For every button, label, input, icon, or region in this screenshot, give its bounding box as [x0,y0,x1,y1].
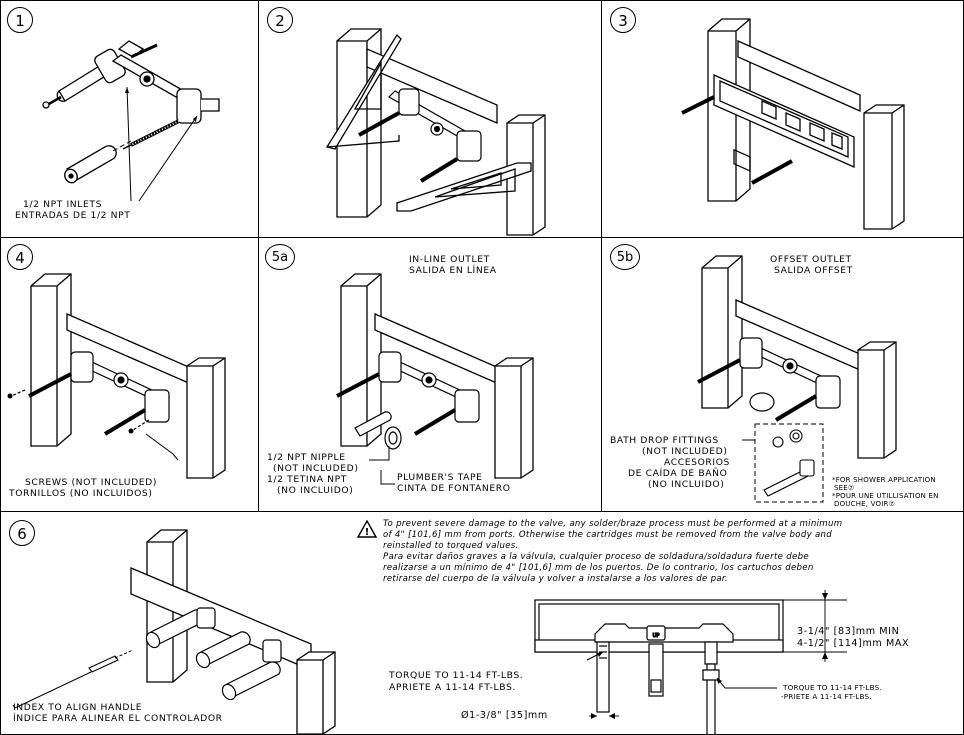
torque-left-en: TORQUE TO 11-14 FT-LBS. [389,670,524,681]
valve-body [111,40,220,124]
inline-outlet-drawing [336,273,534,485]
diameter-label: Ø1-3/8" [35]mm [461,710,548,721]
shower-note-2: SEE⑦ [834,484,855,492]
warning-line-6: retirarse del cuerpo de la válvula y vol… [383,574,728,584]
up-mark: UP [653,633,660,639]
step-5a-panel: 5a IN-LINE OUTLET SALIDA EN LÍNEA [258,237,602,512]
screw-mount-drawing [7,273,226,479]
plaster-guard [713,74,855,172]
fittings-label-1: BATH DROP FITTINGS [610,435,719,446]
warning-triangle-icon: ! [357,520,377,538]
valve [358,88,482,183]
framing-square-lower [396,162,532,212]
nipple-label-4: (NO INCLUIDO) [277,485,354,496]
warning-line-1: To prevent severe damage to the valve, a… [383,519,843,529]
index-label-en: INDEX TO ALIGN HANDLE [13,702,143,713]
handle-cylinder [64,145,117,184]
fittings-label-3: ACCESORIOS [664,457,730,468]
warning-line-2: of 4" [101,6] mm from ports. Otherwise t… [383,530,833,540]
svg-text:!: ! [365,527,370,538]
step-number: 5b [610,244,640,270]
step-number: 1 [7,7,33,33]
dimension-max: 4-1/2" [114]mm MAX [797,638,910,649]
inline-outlet-title-es: SALIDA EN LÍNEA [409,265,497,276]
step-3-panel: 3 [601,0,964,238]
handle-cartridges [145,607,282,701]
torque-right-es: -PRIETE A 11-14 FT-LBS. [781,692,872,701]
step-4-panel: 4 SCREWS (NOT INCLUDED) [0,237,259,512]
handle-index-drawing [12,529,336,734]
torque-right-en: TORQUE TO 11-14 FT-LBS. [783,683,882,692]
bath-drop-fittings [763,429,815,497]
offset-outlet-title-es: SALIDA OFFSET [774,265,853,276]
offset-outlet-title-en: OFFSET OUTLET [770,254,852,265]
offset-outlet-drawing [697,255,897,503]
shower-note-4: DOUCHE, VOIR⑦ [834,500,896,508]
screws-label-en: SCREWS (NOT INCLUDED) [25,477,158,488]
fittings-label-2: (NOT INCLUDED) [642,446,728,457]
dimension-drawing: UP [534,590,847,734]
step-number: 3 [610,7,636,33]
step-number: 2 [267,7,293,33]
inlets-label-en: 1/2 NPT INLETS [23,199,103,210]
index-pin [88,655,119,673]
step-number: 6 [9,520,35,546]
plaster-guard-drawing [681,18,905,230]
valve [336,351,480,436]
left-stud [336,28,382,218]
nipple-and-tape [354,411,402,450]
step-1-panel: 1 [0,0,259,238]
inline-outlet-title-en: IN-LINE OUTLET [409,254,490,265]
warning-panel: ! To prevent severe damage to the valve,… [351,511,964,735]
warning-line-3: reinstalled to torqued values. [383,541,519,551]
framing-square-upper [325,33,402,150]
warning-line-5: realizarse a un mínimo de 4" [101,6] mm … [383,563,814,573]
screws-label-es: TORNILLOS (NO INCLUIDOS) [9,488,153,499]
index-label-es: ÍNDICE PARA ALINEAR EL CONTROLADOR [13,713,223,724]
step-number: 4 [7,244,33,270]
step-6-panel: 6 IN [0,511,352,735]
fittings-label-4: DE CAÍDA DE BAÑO [628,468,728,479]
level-square-drawing [325,28,546,236]
nipple-label-1: 1/2 NPT NIPPLE [267,452,346,463]
tape-label-en: PLUMBER'S TAPE [397,472,483,483]
tape-label-es: CINTA DE FONTANERO [397,483,511,494]
torque-left-es: APRIETE A 11-14 FT-LBS. [389,682,516,693]
step-number: 5a [265,244,295,270]
cross-board [366,48,498,124]
right-stud [506,114,546,236]
step-5b-panel: 5b OFFSET OUTLET SALIDA OFFSET [601,237,964,512]
cartridge-upper [42,48,126,109]
nipple-label-3: 1/2 TETINA NPT [267,474,347,485]
shower-note-3: *POUR UNE UTILLISATION EN [832,492,939,500]
valve [697,337,841,422]
fittings-label-5: (NO INCLUIDO) [648,479,725,490]
step-2-panel: 2 [258,0,602,238]
cartridge-lower [122,119,180,150]
valve-exploded-drawing [42,40,220,202]
shower-note-1: *FOR SHOWER APPLICATION [832,476,936,484]
dimension-min: 3-1/4" [83]mm MIN [797,626,900,637]
valve-section: UP [594,623,734,734]
warning-line-4: Para evitar daños graves a la válvula, c… [383,552,809,562]
valve [28,351,171,436]
inlets-label-es: ENTRADAS DE 1/2 NPT [15,210,131,221]
nipple-label-2: (NOT INCLUDED) [273,463,359,474]
